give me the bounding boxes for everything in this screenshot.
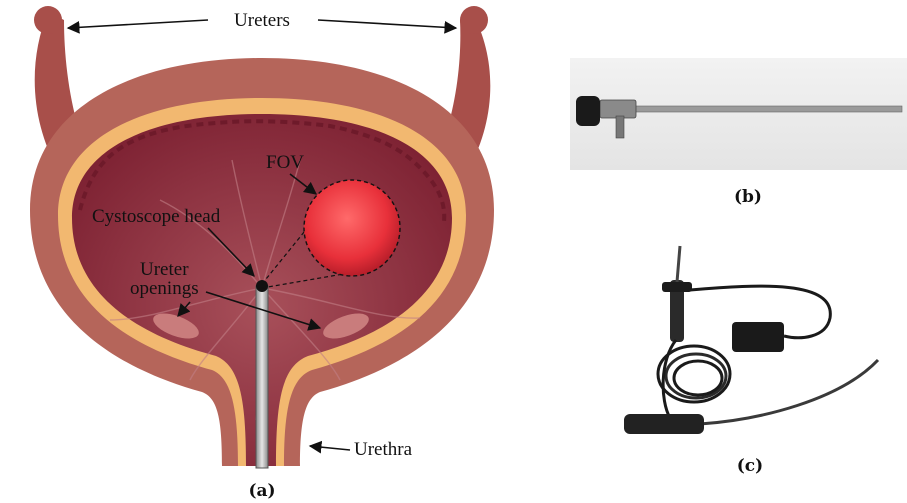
ureters-label: Ureters (234, 10, 290, 31)
flexible-cystoscope-photo: (c) (624, 246, 878, 476)
flex-scope-top-ring (662, 282, 692, 292)
flex-scope-eyepiece (677, 246, 680, 282)
flex-scope-bottom-handle (624, 414, 704, 434)
ureters-arrow-right (318, 20, 456, 28)
urethra-arrow (310, 446, 350, 450)
ureters-arrow-left (68, 20, 208, 28)
rigid-scope-shaft (632, 106, 902, 112)
caption-b: (b) (734, 187, 762, 207)
rigid-scope-eyepiece (576, 96, 600, 126)
caption-c: (c) (737, 456, 763, 476)
fov-circle (304, 180, 400, 276)
flex-scope-coil-3 (674, 361, 722, 395)
right-ureter-tip (460, 6, 488, 34)
cystoscope-head-label: Cystoscope head (92, 206, 221, 227)
ureter-openings-label-line2: openings (130, 278, 199, 299)
fov-label: FOV (266, 152, 304, 173)
ureter-openings-label-line1: Ureter (140, 259, 189, 280)
caption-a: (a) (248, 481, 275, 501)
bladder-diagram: Ureters FOV Cystoscope head Ureter openi… (30, 6, 494, 501)
rigid-scope-body (600, 100, 636, 118)
flex-scope-connector-box (732, 322, 784, 352)
left-ureter-tip (34, 6, 62, 34)
flex-scope-insertion-tube (700, 360, 878, 424)
cystoscope-shaft (256, 286, 268, 468)
rigid-scope-light-post (616, 116, 624, 138)
urethra-label: Urethra (354, 439, 413, 460)
cystoscope-head (256, 280, 268, 292)
rigid-cystoscope-photo: (b) (570, 58, 907, 207)
